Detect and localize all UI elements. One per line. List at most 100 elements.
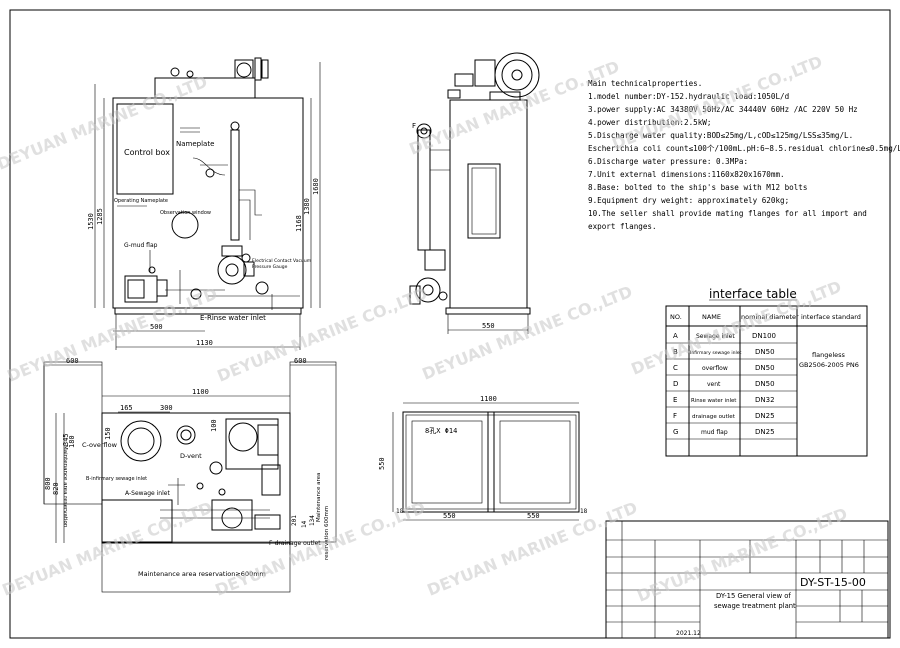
plan-motor-icon xyxy=(228,422,258,452)
base-view: 1100 8孔X Φ14 550 550 550 18 18 xyxy=(378,395,588,521)
base-dim-18-r: 18 xyxy=(580,508,588,515)
cell-no: F xyxy=(673,412,677,420)
cell-name: mud flap xyxy=(701,429,728,436)
gauge-label: Pressure Gauge xyxy=(252,264,288,270)
side-observation-window xyxy=(467,163,501,239)
dim-14: 14 xyxy=(301,520,308,528)
watermark: DEYUAN MARINE CO.,LTD xyxy=(0,498,215,600)
spec-line: 8.Base: bolted to the ship's base with M… xyxy=(588,183,807,192)
rinse-label: E-Rinse water inlet xyxy=(200,314,266,322)
side-f-label: F xyxy=(412,122,416,130)
control-box xyxy=(116,103,174,195)
overflow-label: C-overflow xyxy=(82,441,118,449)
cell-name: Infirmary sewage inlet xyxy=(690,350,742,356)
watermark: DEYUAN MARINE CO.,LTD xyxy=(634,504,850,606)
spec-line: Escherichia coli count≤100个/100mL.pH:6~8… xyxy=(588,144,900,153)
dim-1380: 1380 xyxy=(303,198,311,215)
th-no: NO. xyxy=(670,313,682,321)
cell-no: E xyxy=(673,396,677,404)
control-box-label: Control box xyxy=(124,148,170,157)
drainage-label: F-drainage outlet xyxy=(269,540,321,547)
watermark: DEYUAN MARINE CO.,LTD xyxy=(214,284,430,386)
dim-345: 345 xyxy=(62,433,70,446)
dim-1130: 1130 xyxy=(196,339,213,347)
vent-label: D-vent xyxy=(180,452,202,460)
dim-1680: 1680 xyxy=(312,178,320,195)
mud-flap-label: G-mud flap xyxy=(124,242,158,249)
drawing-date: 2021.12 xyxy=(676,630,701,637)
th-name: NAME xyxy=(702,313,721,321)
cell-no: D xyxy=(673,380,678,388)
maint-bottom-label: Maintenance area reservation≥600mm xyxy=(138,570,266,578)
base-holes: 8孔X Φ14 xyxy=(425,427,457,435)
base-dim-550-b: 550 xyxy=(527,512,540,520)
operating-nameplate-label: Operating Nameplate xyxy=(114,198,168,204)
plan-view: C-overflow B-infirmary sewage inlet A-Se… xyxy=(43,357,337,593)
nameplate-label: Nameplate xyxy=(176,140,214,148)
side-dim-550: 550 xyxy=(482,322,495,330)
spec-line: 5.Discharge water quality:BOD≤25mg/L,cOD… xyxy=(588,131,853,140)
interface-title: interface table xyxy=(709,287,797,301)
cell-no: G xyxy=(673,428,678,436)
base-dim-1100: 1100 xyxy=(480,395,497,403)
dim-165: 165 xyxy=(120,404,133,412)
cell-dn: DN50 xyxy=(755,380,775,388)
observation-window-label: Observation window xyxy=(160,210,211,216)
base-dim-550-a: 550 xyxy=(443,512,456,520)
dim-500: 500 xyxy=(150,323,163,331)
cell-dn: DN50 xyxy=(755,348,775,356)
sewage-label: A-Sewage inlet xyxy=(125,490,170,497)
spec-line: export flanges. xyxy=(588,222,657,231)
spec-line: 9.Equipment dry weight: approximately 62… xyxy=(588,196,789,205)
cell-name: Sewage inlet xyxy=(696,333,735,340)
dim-180: 180 xyxy=(68,435,76,448)
infirmary-label: B-infirmary sewage inlet xyxy=(86,476,147,482)
side-view: F 550 xyxy=(409,52,540,334)
spec-line: 6.Discharge water pressure: 0.3MPa: xyxy=(588,157,748,166)
dim-1530: 1530 xyxy=(87,213,95,230)
dim-600-right: 600 xyxy=(294,357,307,365)
cell-dn: DN25 xyxy=(755,412,775,420)
drawing-number: DY-ST-15-00 xyxy=(800,576,866,589)
contact-label: Electrical Contact Vacuum xyxy=(252,258,311,264)
dim-100: 100 xyxy=(210,419,218,432)
dim-150: 150 xyxy=(104,427,112,440)
spec-line: 7.Unit external dimensions:1160x820x1670… xyxy=(588,170,785,179)
plan-pump-icon xyxy=(221,507,243,529)
cell-dn: DN25 xyxy=(755,428,775,436)
watermark: DEYUAN MARINE CO.,LTD xyxy=(4,284,220,386)
cell-dn: DN32 xyxy=(755,396,775,404)
maint-right-label-2: reservation 600mm xyxy=(324,506,330,560)
base-dim-18-l: 18 xyxy=(396,508,404,515)
standard-line-2: GB2506-2005 PN6 xyxy=(799,361,859,369)
observation-window-icon xyxy=(171,211,199,239)
side-pump-icon xyxy=(415,277,441,303)
cell-name: overflow xyxy=(702,365,728,372)
title-line-1: DY-15 General view of xyxy=(716,592,791,600)
dim-1100: 1100 xyxy=(192,388,209,396)
dim-1168: 1168 xyxy=(295,215,303,232)
cell-no: C xyxy=(673,364,678,372)
front-pump-icon xyxy=(217,255,247,285)
cell-name: vent xyxy=(707,381,721,388)
top-blower-icon xyxy=(234,59,254,79)
cell-name: Rinse water inlet xyxy=(691,398,736,404)
spec-line: 1.model number:DY-152.hydraulic load:105… xyxy=(588,92,789,101)
spec-line: 3.power supply:AC 34380V 50Hz/AC 34440V … xyxy=(588,105,858,114)
spec-line: 4.power distribution:2.5kW; xyxy=(588,118,711,127)
dim-800: 800 xyxy=(44,477,52,490)
cell-no: B xyxy=(673,348,678,356)
base-dim-550-v: 550 xyxy=(378,457,386,470)
pressure-gauge-icon xyxy=(241,253,251,263)
front-view: Control box Nameplate Operating Nameplat… xyxy=(87,57,321,350)
vent-flange-icon xyxy=(176,425,196,445)
spec-line: 10.The seller shall provide mating flang… xyxy=(588,209,867,218)
standard-line-1: flangeless xyxy=(812,351,846,359)
dim-300: 300 xyxy=(160,404,173,412)
th-diameter: nominal diameter xyxy=(741,313,799,321)
sewage-inlet-flange-icon xyxy=(120,420,162,462)
cell-dn: DN50 xyxy=(755,364,775,372)
cell-name: drainage outlet xyxy=(692,414,736,420)
top-gauge-icon xyxy=(170,67,180,77)
